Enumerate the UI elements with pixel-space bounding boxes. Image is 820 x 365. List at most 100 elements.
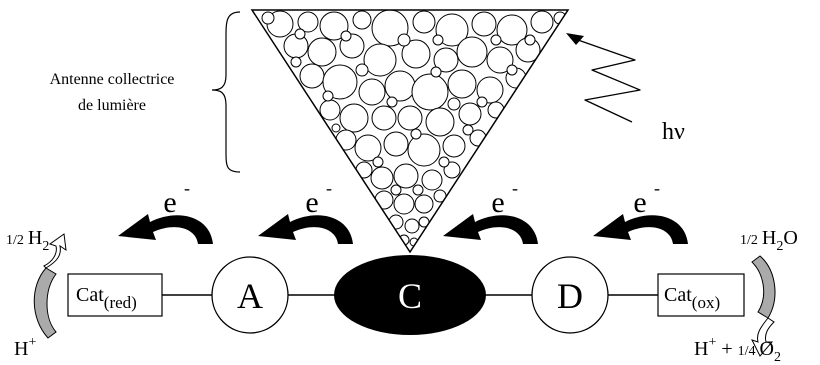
pigment-circle [319,11,349,41]
pigment-circle [339,103,369,133]
pigment-circle [407,133,441,167]
left-reaction-arrow [33,233,67,339]
pigment-circle [363,43,397,77]
pigment-circle [404,218,420,234]
acceptor-node: A [211,256,289,334]
pigment-circle [372,156,384,168]
right-top-subscript: 2 [776,239,783,254]
pigment-circle [432,34,444,46]
antenna-pigment-circles [261,10,567,247]
electron-symbol: e [163,186,176,219]
antenna-label-line2: de lumière [78,97,146,114]
pigment-circle [371,105,397,131]
donor-label: D [557,276,583,316]
pigment-circle [384,70,416,102]
pigment-circle [290,56,302,68]
pigment-circle [261,11,275,25]
right-bottom-superscript: + [708,335,716,350]
pigment-circle [430,66,442,78]
right-bottom-element-o: O [760,338,774,360]
pigment-circle [307,37,337,67]
pigment-circle [390,184,402,196]
pigment-circle [421,169,443,191]
pigment-circle [411,73,449,111]
pigment-circle [383,131,409,157]
electron-transfer-arrow-2 [258,214,353,244]
pigment-circle [386,96,398,108]
catalyst-reduction-box: Cat(red) [67,273,163,317]
antenna [250,9,570,254]
left-bottom-species: H+ [14,335,36,360]
photon-arrowhead [566,33,584,45]
pigment-circle [490,34,502,46]
electron-transfer-arrow-4 [593,214,688,244]
electron-transfer-arrow-1 [118,214,213,244]
cat-red-base: Cat [76,284,104,306]
pigment-circle [486,46,514,74]
svg-text:Cat(red): Cat(red) [76,284,137,312]
cat-red-subscript: (red) [104,293,137,312]
pigment-circle [476,96,488,108]
pigment-circle [397,33,411,47]
antenna-triangle [250,9,570,254]
pigment-circle [299,63,325,89]
electron-label-4: e - [633,178,660,219]
svg-text:Cat(ox): Cat(ox) [664,284,720,312]
pigment-circle [354,134,382,162]
pigment-circle [447,97,461,111]
catalyst-oxidation-box: Cat(ox) [657,273,745,317]
pigment-circle [393,193,415,215]
pigment-circle [340,30,352,42]
pigment-circle [506,64,518,76]
left-bottom-element: H [14,338,28,360]
electron-charge: - [512,178,518,198]
right-reaction-arrow [751,255,776,357]
pigment-circle [294,28,306,40]
pigment-circle [487,101,505,119]
donor-node: D [531,256,609,334]
pigment-circle [358,78,386,106]
electron-label-1: e - [163,178,190,219]
antenna-brace [211,11,241,173]
chromophore-label: C [398,276,422,316]
pigment-circle [456,36,488,68]
electron-charge: - [184,178,190,198]
pigment-circle [530,10,554,34]
electron-symbol: e [305,186,318,219]
cat-ox-base: Cat [664,284,692,306]
pigment-circle [335,129,357,151]
pigment-circle [462,124,474,136]
pigment-circle [331,123,341,133]
pigment-circle [297,11,319,33]
pigment-circle [438,156,450,168]
antenna-label-line1: Antenne collectrice [50,71,175,88]
pigment-circle [412,10,436,34]
left-top-subscript: 2 [42,239,49,254]
pigment-circle [524,34,536,46]
pigment-circle [412,184,424,196]
pigment-circle [471,11,497,37]
pigment-circle [443,161,461,179]
electron-label-2: e - [305,178,332,219]
pigment-circle [442,134,466,158]
pigment-circle [410,128,422,140]
electron-transfer-arrow-3 [443,214,538,244]
electron-symbol: e [633,186,646,219]
electron-label-3: e - [491,178,518,219]
pigment-circle [322,64,358,100]
pigment-circle [355,161,373,179]
right-bottom-subscript: 2 [774,350,781,365]
pigment-circle [425,107,455,137]
pigment-circle [435,13,469,47]
pigment-circle [447,69,477,99]
pigment-circle [476,76,504,104]
electron-charge: - [326,178,332,198]
pigment-circle [458,102,482,126]
pigment-circle [393,163,419,189]
electron-symbol: e [491,186,504,219]
pigment-circle [370,166,394,190]
